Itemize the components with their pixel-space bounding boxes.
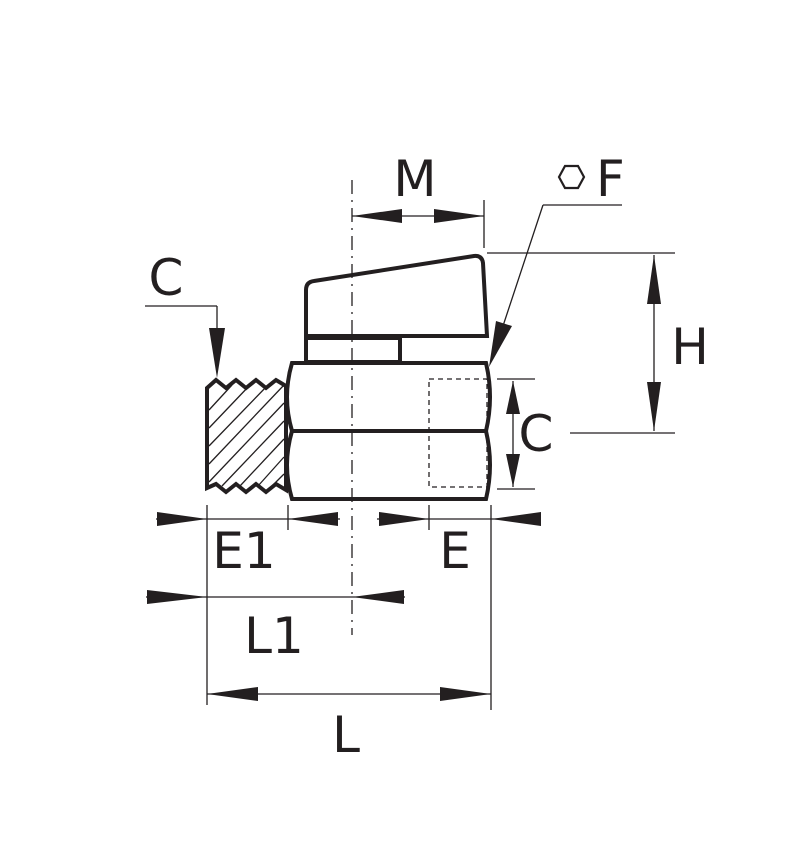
dimension-c-male-thread: C xyxy=(145,249,225,378)
label-l: L xyxy=(332,706,360,764)
dimension-h: H xyxy=(647,255,709,431)
lever-handle xyxy=(304,253,490,364)
female-thread-hidden-lines xyxy=(428,378,488,488)
dimension-e1: E1 xyxy=(156,512,340,580)
label-l1: L1 xyxy=(244,607,304,665)
label-c-left: C xyxy=(149,249,184,307)
label-m: M xyxy=(393,150,436,208)
dimension-l1: L1 xyxy=(146,590,405,665)
male-thread-end xyxy=(205,377,288,495)
label-e1: E1 xyxy=(212,522,275,580)
dimension-f-hex: F xyxy=(489,150,625,367)
dimension-e: E xyxy=(377,512,541,580)
extension-lines xyxy=(206,200,675,710)
label-h: H xyxy=(671,318,709,376)
hexagon-outline-icon xyxy=(557,164,586,190)
label-f: F xyxy=(596,150,625,208)
dimension-c-female-thread: C xyxy=(506,381,553,487)
label-c-right: C xyxy=(519,405,554,463)
label-e: E xyxy=(439,522,471,580)
valve-hex-body xyxy=(285,361,492,501)
dimension-m: M xyxy=(352,150,484,223)
dimension-l: L xyxy=(207,687,491,764)
